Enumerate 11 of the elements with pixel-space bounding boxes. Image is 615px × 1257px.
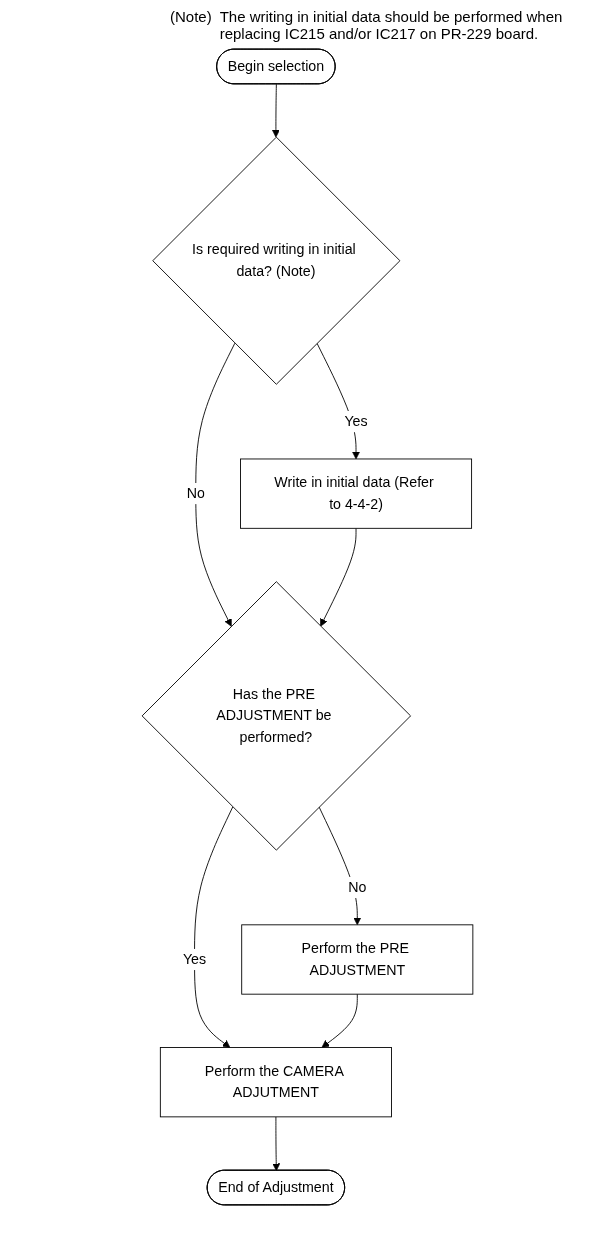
edge-label: Yes: [182, 951, 207, 967]
node-diamond: Has the PRE ADJUSTMENT be performed?: [141, 581, 412, 851]
note-text: (Note): [170, 8, 212, 27]
node-box: Perform the PRE ADJUSTMENT: [241, 924, 474, 995]
edge-label: No: [348, 879, 367, 895]
note-text: The writing in initial data should be performed when replacing IC215 and/or IC217 on PR-229 board.: [219, 8, 564, 42]
edge-label: No: [186, 485, 205, 501]
node-box: Write in initial data (Refer to 4-4-2): [240, 458, 473, 529]
node-box: Perform the CAMERA ADJUTMENT: [159, 1047, 392, 1118]
edge-label: Yes: [344, 413, 368, 429]
node-diamond: Is required writing in initial data? (Note): [152, 136, 401, 385]
